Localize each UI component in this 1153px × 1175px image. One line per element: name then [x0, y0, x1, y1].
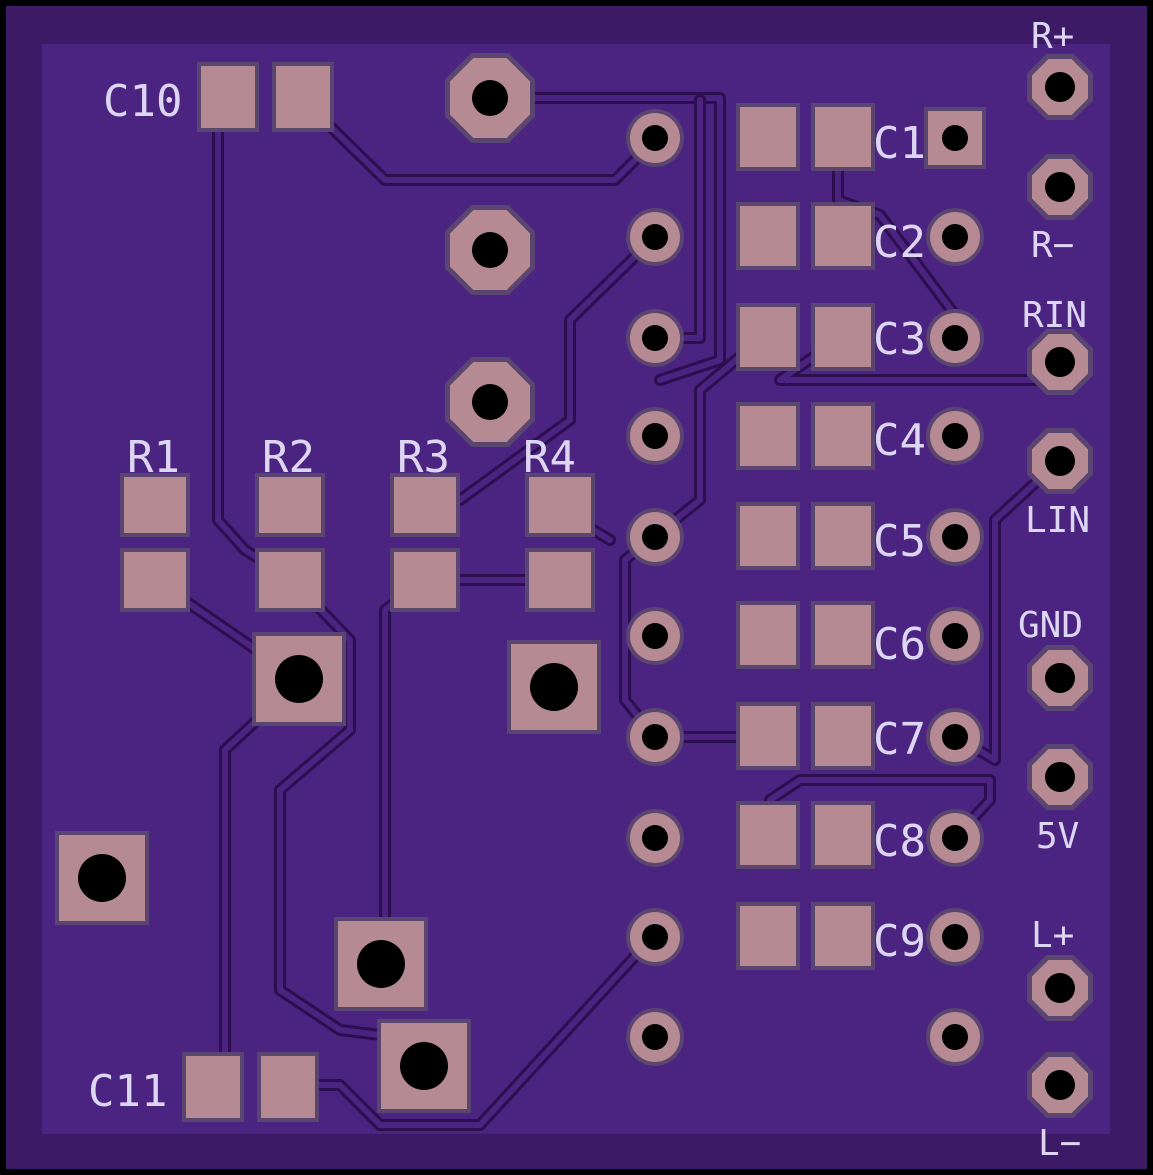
label-c2: C2	[873, 217, 926, 268]
ic-left-pin-10-hole	[642, 1024, 668, 1050]
label-r-minus: R−	[1031, 225, 1074, 266]
label-c4: C4	[873, 415, 926, 466]
r4-pad-2	[529, 552, 591, 608]
connector-pin-7-hole	[1045, 973, 1075, 1003]
c4-pad-2	[815, 406, 871, 466]
c10-pad-2	[276, 66, 330, 128]
r1-pad-1	[124, 477, 186, 533]
label-lin: LIN	[1025, 500, 1090, 541]
c6-pad-1	[740, 605, 796, 665]
label-c1: C1	[873, 118, 926, 169]
c11-pad-1	[186, 1056, 240, 1118]
ic-right-pin-2-hole	[942, 224, 968, 250]
connector-pin-4-hole	[1045, 446, 1075, 476]
r2-pad-2	[259, 552, 321, 608]
label-l-plus: L+	[1031, 915, 1074, 956]
r2-pad-1	[259, 477, 321, 533]
ic-right-pin-5-hole	[942, 524, 968, 550]
label-c5: C5	[873, 516, 926, 567]
label-r2: R2	[262, 432, 315, 483]
label-r3: R3	[397, 432, 450, 483]
c10-pad-1	[201, 66, 255, 128]
c3-pad-1	[740, 307, 796, 367]
large-pad-2-hole	[472, 232, 508, 268]
connector-pin-5-hole	[1045, 663, 1075, 693]
c6-pad-2	[815, 605, 871, 665]
ic-right-pin-10-hole	[942, 1024, 968, 1050]
label-c10: C10	[103, 76, 182, 127]
c4-pad-1	[740, 406, 796, 466]
label-r-plus: R+	[1031, 16, 1074, 57]
c8-pad-2	[815, 805, 871, 865]
ic-left-pin-7-hole	[642, 724, 668, 750]
trace	[767, 777, 993, 841]
c3-pad-2	[815, 307, 871, 367]
ic-left-pin-9-hole	[642, 924, 668, 950]
label-c9: C9	[873, 916, 926, 967]
label-rin: RIN	[1022, 295, 1087, 336]
silkscreen-labels: C10 C11 C1 C2 C3 C4 C5 C6 C7 C8 C9 R1 R2…	[88, 16, 1090, 1164]
r3-pad-1	[394, 477, 456, 533]
c2-pad-1	[740, 206, 796, 266]
ic-right-pin-8-hole	[942, 825, 968, 851]
ic-right-pin-6-hole	[942, 623, 968, 649]
th-square-pad-5-hole	[400, 1042, 448, 1090]
label-r4: R4	[523, 432, 576, 483]
ic-right-pin-7-hole	[942, 724, 968, 750]
label-c6: C6	[873, 619, 926, 670]
c5-pad-1	[740, 506, 796, 566]
c7-pad-1	[740, 706, 796, 766]
r4-pad-1	[529, 477, 591, 533]
trace	[485, 95, 723, 383]
label-c7: C7	[873, 714, 926, 765]
large-pad-3-hole	[472, 384, 508, 420]
connector-pin-8-hole	[1045, 1070, 1075, 1100]
c8-pad-1	[740, 805, 796, 865]
ic-left-pin-3-hole	[642, 325, 668, 351]
th-square-pad-4-hole	[357, 940, 405, 988]
large-pad-1-hole	[472, 80, 508, 116]
c9-pad-2	[815, 906, 871, 966]
ic-left-pin-2-hole	[642, 224, 668, 250]
trace	[277, 575, 423, 1043]
th-square-pad-1-hole	[275, 655, 323, 703]
c5-pad-2	[815, 506, 871, 566]
connector-pin-6-hole	[1045, 762, 1075, 792]
ic-left-pin-6-hole	[642, 623, 668, 649]
connector-pin-1-hole	[1045, 72, 1075, 102]
label-l-minus: L−	[1038, 1123, 1081, 1164]
connector-pin-3-hole	[1045, 347, 1075, 377]
label-gnd: GND	[1018, 605, 1083, 646]
trace	[297, 94, 658, 183]
c11-pad-2	[261, 1056, 315, 1118]
trace	[287, 937, 653, 1128]
ic-left-pin-5-hole	[642, 524, 668, 550]
label-5v: 5V	[1036, 816, 1079, 857]
label-c11: C11	[88, 1066, 167, 1117]
r1-pad-2	[124, 552, 186, 608]
label-c3: C3	[873, 314, 926, 365]
th-square-pad-2-hole	[530, 663, 578, 711]
c2-pad-2	[815, 206, 871, 266]
c1-square-pin-hole	[942, 125, 968, 151]
ic-right-pin-9-hole	[942, 924, 968, 950]
ic-left-pin-1-hole	[642, 125, 668, 151]
th-square-pad-3-hole	[78, 854, 126, 902]
r3-pad-2	[394, 552, 456, 608]
c7-pad-2	[815, 706, 871, 766]
ic-right-pin-4-hole	[942, 423, 968, 449]
label-c8: C8	[873, 816, 926, 867]
label-r1: R1	[127, 432, 180, 483]
component-pads	[55, 53, 1093, 1122]
ic-right-pin-3-hole	[942, 325, 968, 351]
connector-pin-2-hole	[1045, 172, 1075, 202]
c1-pad-1	[740, 107, 796, 167]
c9-pad-1	[740, 906, 796, 966]
c1-pad-2	[815, 107, 871, 167]
ic-left-pin-8-hole	[642, 825, 668, 851]
ic-left-pin-4-hole	[642, 423, 668, 449]
